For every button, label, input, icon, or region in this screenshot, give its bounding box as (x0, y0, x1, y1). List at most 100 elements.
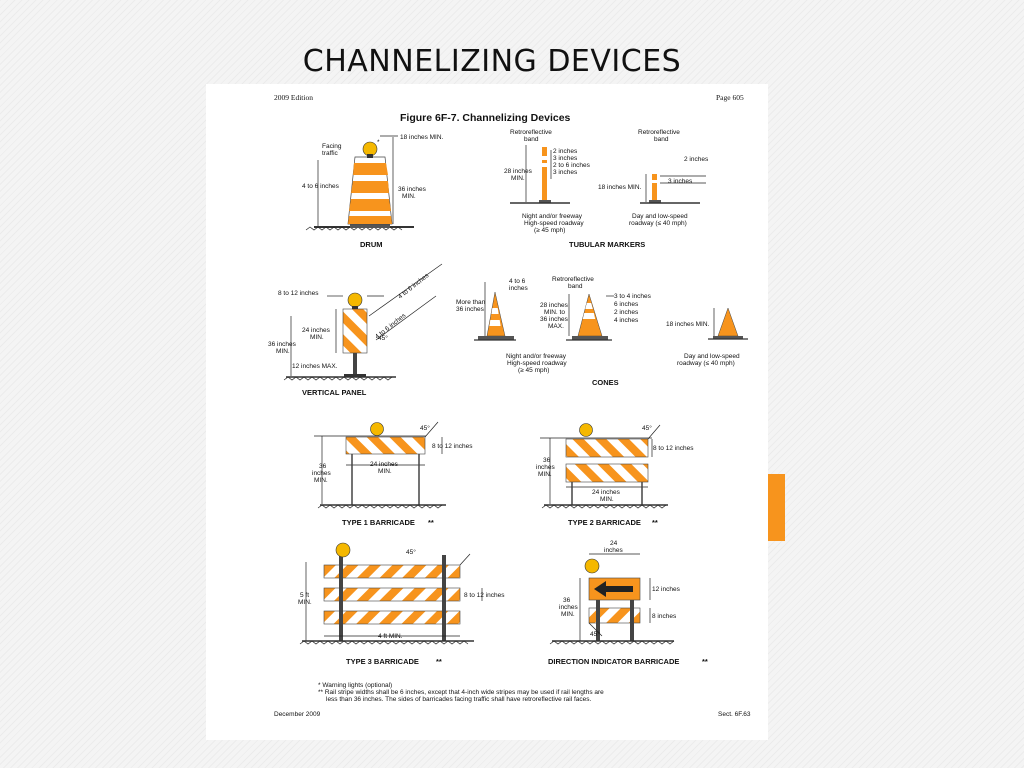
drum-light-mark: * (377, 139, 380, 146)
tubular-dim-0: 2 inches (553, 148, 578, 155)
warning-light-icon (362, 141, 378, 157)
warning-light-icon (370, 422, 384, 436)
type2-rail: 8 to 12 inches (653, 445, 694, 452)
cone-more-2: 36 inches (456, 306, 485, 313)
dir-height-3: MIN. (561, 611, 575, 618)
type2-length-1: 24 inches (592, 489, 621, 496)
vp-panel-height-1: 24 inches (302, 327, 331, 334)
warning-light-icon (584, 558, 600, 574)
type3-angle: 45° (406, 548, 416, 556)
tubular-right-top: 2 inches (684, 156, 709, 163)
drum-facing-2: traffic (322, 150, 339, 157)
figure-sheet: 2009 Edition Page 605 Figure 6F-7. Chann… (206, 84, 768, 740)
note-1: * Warning lights (optional) (318, 682, 392, 689)
cone-more-1: More than (456, 299, 486, 306)
cone-band-2: band (568, 283, 583, 290)
tubular-dim-2: 2 to 6 inches (553, 162, 591, 169)
tubular-height-1: 28 inches (504, 168, 533, 175)
cone-dim-3: 4 inches (614, 317, 639, 324)
type1-title: TYPE 1 BARRICADE (342, 518, 415, 527)
tubular-dim-3: 3 inches (553, 169, 578, 176)
arrow-left-icon (594, 581, 633, 597)
tubular-height-2: MIN. (511, 175, 525, 182)
cone-height-1: 28 inches (540, 302, 569, 309)
dir-height-1: 36 (563, 597, 571, 604)
tubular-band-2: band (524, 136, 539, 143)
type3-rail: 8 to 12 inches (464, 592, 505, 599)
type1-height-3: MIN. (314, 477, 328, 484)
cone-height-4: MAX. (548, 323, 564, 330)
type2-title: TYPE 2 BARRICADE (568, 518, 641, 527)
dir-height-2: inches (559, 604, 579, 611)
dir-title: DIRECTION INDICATOR BARRICADE (548, 657, 679, 666)
drum-device: * (305, 135, 414, 231)
type1-length-1: 24 inches (370, 461, 399, 468)
tubular-marker-tall (510, 145, 570, 204)
vp-width-label: 8 to 12 inches (278, 290, 319, 297)
drum-stripe-label: 4 to 6 inches (302, 183, 340, 190)
cone-height-3: 36 inches (540, 316, 569, 323)
drum-facing-1: Facing (322, 143, 342, 150)
cone-medium (566, 293, 614, 341)
tubular-band-right-2: band (654, 136, 669, 143)
dir-bottom: 8 inches (652, 613, 677, 620)
type1-length-2: MIN. (378, 468, 392, 475)
type2-mark: ** (652, 518, 658, 527)
cone-note-1: Night and/or freeway (506, 353, 567, 360)
cone-stripe-2: inches (509, 285, 529, 292)
type1-height-2: inches (312, 470, 332, 477)
tubular-title: TUBULAR MARKERS (569, 240, 645, 249)
type3-mark: ** (436, 657, 442, 666)
dir-width-2: inches (604, 547, 624, 554)
type2-height-2: inches (536, 464, 556, 471)
tubular-right-note-2: roadway (≤ 40 mph) (629, 220, 687, 227)
tubular-note-3: (≥ 45 mph) (534, 227, 565, 234)
cone-note-right-1: Day and low-speed (684, 353, 740, 360)
tubular-band-1: Retroreflective (510, 129, 552, 136)
dir-top: 12 inches (652, 586, 681, 593)
type1-rail: 8 to 12 inches (432, 443, 473, 450)
figure-title: Figure 6F-7. Channelizing Devices (400, 112, 571, 124)
tubular-right-height: 18 inches MIN. (598, 184, 642, 191)
cone-note-2: High-speed roadway (507, 360, 567, 367)
vp-panel-height-2: MIN. (310, 334, 324, 341)
tubular-band-right-1: Retroreflective (638, 129, 680, 136)
drum-title: DRUM (360, 240, 383, 249)
type2-barricade (540, 423, 668, 509)
cone-large (474, 282, 516, 341)
dir-mark: ** (702, 657, 708, 666)
cone-dim-0: 3 to 4 inches (614, 293, 652, 300)
type3-barricade (299, 542, 483, 645)
type3-height-1: 5 ft (300, 592, 309, 599)
cone-small (708, 307, 748, 340)
type2-angle: 45° (642, 424, 652, 432)
type3-length: 4 ft MIN. (378, 633, 403, 640)
vp-angle: 45° (378, 334, 388, 342)
drum-width-label: 18 inches MIN. (400, 134, 444, 141)
warning-light-icon (335, 542, 351, 558)
type1-barricade (314, 421, 446, 509)
cone-band-1: Retroreflective (552, 276, 594, 283)
drum-height-2: MIN. (402, 193, 416, 200)
footer-section: Sect. 6F.63 (718, 711, 751, 718)
warning-light-icon (347, 292, 363, 308)
type3-height-2: MIN. (298, 599, 312, 606)
direction-indicator-barricade (549, 553, 675, 645)
footer-date: December 2009 (274, 711, 321, 718)
type1-mark: ** (428, 518, 434, 527)
type1-angle: 45° (420, 424, 430, 432)
cone-small-height: 18 inches MIN. (666, 321, 710, 328)
type3-title: TYPE 3 BARRICADE (346, 657, 419, 666)
tubular-marker-short (640, 174, 706, 204)
dir-angle: 45° (590, 630, 600, 638)
type1-height-1: 36 (319, 463, 327, 470)
warning-light-icon (579, 423, 593, 437)
cone-stripe-1: 4 to 6 (509, 278, 526, 285)
vp-stripe-a: 4 to 6 inches (397, 272, 431, 301)
note-3: less than 36 inches. The sides of barric… (326, 696, 592, 703)
vp-height-1: 36 inches (268, 341, 297, 348)
slide-title: CHANNELIZING DEVICES (302, 44, 682, 79)
cone-dim-2: 2 inches (614, 309, 639, 316)
accent-bar (766, 474, 785, 541)
edition-label: 2009 Edition (274, 93, 313, 102)
